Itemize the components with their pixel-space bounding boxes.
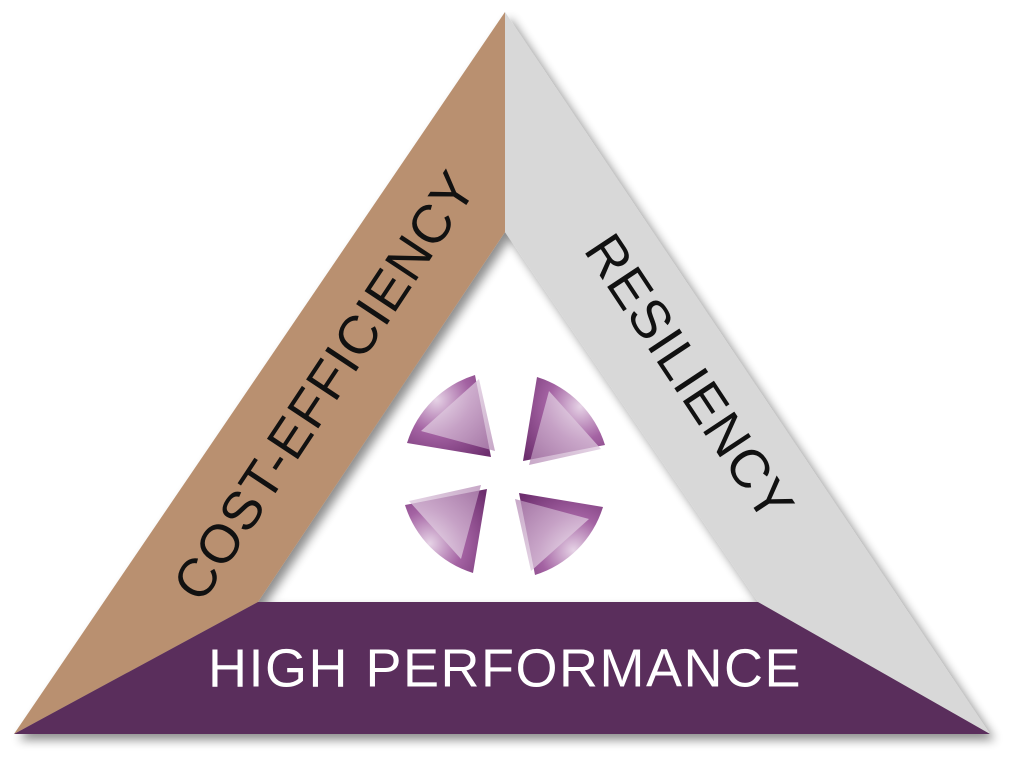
bottom-band — [14, 602, 990, 734]
left-band — [14, 12, 505, 734]
right-band — [505, 12, 990, 734]
logo-center-hole — [483, 453, 527, 497]
four-petal-sphere-icon — [405, 375, 605, 575]
high-performance-label: HIGH PERFORMANCE — [208, 638, 802, 698]
